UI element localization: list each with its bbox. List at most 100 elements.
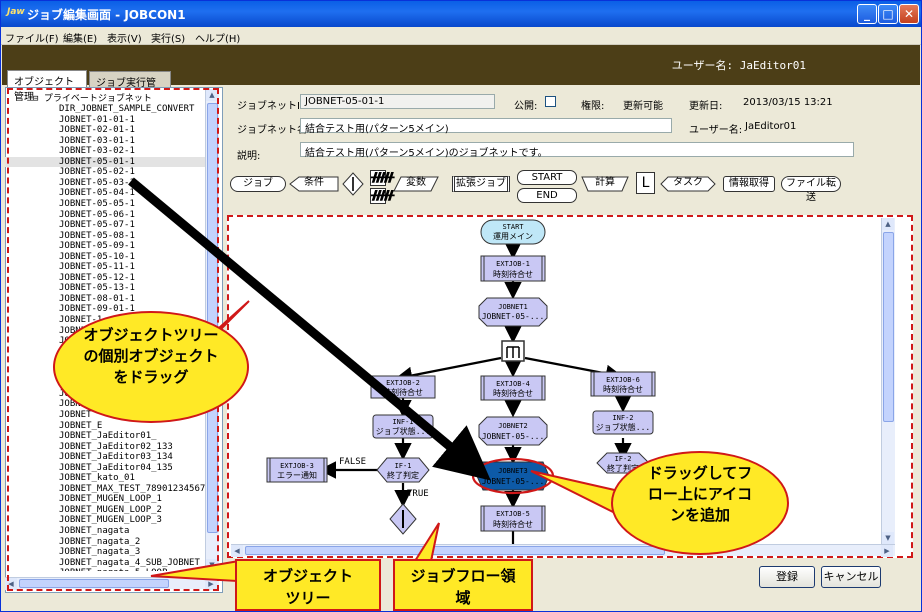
- callout-tree-drag: オブジェクトツリーの個別オブジェクトをドラッグ: [53, 311, 249, 423]
- tree-item[interactable]: JOBNET-05-01-1: [5, 156, 205, 168]
- title-bar[interactable]: Jaw ジョブ編集画面 - JOBCON1 _ □ ✕: [1, 1, 921, 27]
- user-label: ユーザー名:: [689, 125, 743, 136]
- flow-scroll-right-icon[interactable]: ▶: [881, 545, 893, 557]
- palette-job[interactable]: ジョブ: [230, 176, 286, 192]
- flow-connectors: [318, 241, 632, 544]
- node-inf2-line1: INF-2: [612, 414, 633, 422]
- header-user: ユーザー名: JaEditor01: [671, 59, 806, 72]
- jobnet-name-field[interactable]: 結合テスト用(パターン5メイン): [300, 118, 672, 135]
- scroll-up-icon[interactable]: ▲: [206, 89, 218, 101]
- tree-item[interactable]: JOBNET-05-12-1: [59, 272, 135, 283]
- tree-item[interactable]: JOBNET-08-01-1: [59, 293, 135, 304]
- tree-item[interactable]: JOBNET_nagata_2: [59, 536, 141, 547]
- tree-item[interactable]: JOBNET_nagata: [59, 525, 130, 536]
- tree-item[interactable]: JOBNET-05-02-1: [59, 167, 135, 178]
- tree-item[interactable]: JOBNET-09-01-1: [59, 304, 135, 315]
- menu-run[interactable]: 実行(S): [151, 34, 186, 45]
- menu-view[interactable]: 表示(V): [107, 34, 142, 45]
- tree-item[interactable]: JOBNET_JaEditor04_135: [59, 462, 173, 473]
- description-field[interactable]: 結合テスト用(パターン5メイン)のジョブネットです。: [300, 142, 854, 159]
- tab-object-management[interactable]: オブジェクト管理: [7, 70, 87, 103]
- object-tree[interactable]: ⊟ プライベートジョブネット DIR_JOBNET_SAMPLE_CONVERT…: [5, 89, 205, 571]
- menu-help[interactable]: ヘルプ(H): [195, 34, 241, 45]
- tree-item[interactable]: JOBNET_MUGEN_LOOP_3: [59, 515, 162, 526]
- tree-item[interactable]: JOBNET_nagata_5_LOOP: [5, 568, 205, 571]
- palette-condition[interactable]: 条件: [289, 176, 339, 192]
- public-checkbox[interactable]: [545, 96, 556, 107]
- tree-root[interactable]: ⊟ プライベートジョブネット: [33, 93, 152, 104]
- flow-scroll-left-icon[interactable]: ◀: [231, 545, 243, 557]
- tree-item[interactable]: JOBNET_JaEditor03_134: [59, 452, 173, 463]
- tree-item[interactable]: JOBNET-05-10-1: [59, 251, 135, 262]
- palette-parallel-end[interactable]: ᚏ: [370, 188, 395, 204]
- palette-extjob[interactable]: 拡張ジョブ: [452, 176, 510, 192]
- node-start-line2: 運用メイン: [493, 232, 533, 241]
- palette-filetransfer[interactable]: ファイル転送: [781, 176, 841, 203]
- tree-item[interactable]: JOBNET-03-02-1: [59, 146, 135, 157]
- node-inf1-line2: ジョブ状態...: [376, 426, 430, 436]
- tree-item[interactable]: JOBNET-01-01-1: [59, 114, 135, 125]
- tree-item[interactable]: JOBNET_MUGEN_LOOP_1: [59, 494, 162, 505]
- tree-item[interactable]: JOBNET-05-08-1: [59, 230, 135, 241]
- tree-item[interactable]: JOBNET_MUGEN_LOOP_2: [59, 504, 162, 515]
- palette-task[interactable]: タスク: [660, 176, 716, 192]
- flow-vscroll-thumb[interactable]: [883, 232, 894, 422]
- tree-hscroll-thumb[interactable]: [19, 579, 169, 588]
- palette-calc-label: 計算: [595, 177, 615, 188]
- tree-item[interactable]: JOBNET_E: [59, 420, 103, 431]
- palette-end[interactable]: END: [517, 188, 577, 203]
- flow-vertical-scrollbar[interactable]: ▲ ▼: [881, 218, 895, 544]
- tree-item[interactable]: JOBNET-05-11-1: [59, 262, 135, 273]
- menu-edit[interactable]: 編集(E): [63, 34, 98, 45]
- tree-item[interactable]: JOBNET_MAX_TEST_7890123456789EI: [59, 483, 205, 494]
- palette-calc[interactable]: 計算: [581, 176, 629, 192]
- palette-loop[interactable]: L: [636, 172, 655, 194]
- palette-branch[interactable]: [342, 172, 364, 196]
- scroll-right-icon[interactable]: ▶: [205, 578, 217, 590]
- palette-start[interactable]: START: [517, 170, 577, 185]
- tree-item[interactable]: JOBNET_JaEditor01_: [59, 431, 157, 442]
- tree-item[interactable]: JOBNET_nagata_3: [59, 547, 141, 558]
- tree-item[interactable]: JOBNET_JaEditor02_133: [59, 441, 173, 452]
- label-job-flow-area: ジョブフロー領域: [393, 559, 533, 611]
- node-extjob1[interactable]: [480, 255, 546, 282]
- node-extjob6[interactable]: [590, 371, 656, 397]
- tree-item[interactable]: JOBNET-05-05-1: [59, 199, 135, 210]
- node-inf2[interactable]: [592, 410, 654, 435]
- register-button[interactable]: 登録: [759, 566, 815, 588]
- cancel-button[interactable]: キャンセル: [821, 566, 881, 588]
- callout-tail-flow: [530, 470, 623, 518]
- node-extjob5[interactable]: [480, 505, 546, 532]
- tree-item[interactable]: JOBNET-05-09-1: [59, 241, 135, 252]
- tree-item[interactable]: JOBNET-05-06-1: [59, 209, 135, 220]
- jobnet-id-field[interactable]: JOBNET-05-01-1: [300, 94, 495, 109]
- minimize-button[interactable]: _: [857, 4, 877, 24]
- node-if1[interactable]: [376, 457, 430, 483]
- tree-item[interactable]: JOBNET-1: [59, 315, 103, 326]
- node-start[interactable]: [480, 219, 546, 245]
- tree-item[interactable]: JOBNET_kato_01: [59, 473, 135, 484]
- tree-item[interactable]: JOBNET-03-01-1: [59, 135, 135, 146]
- palette-parallel-start[interactable]: ᚏ: [370, 170, 395, 186]
- flow-scroll-up-icon[interactable]: ▲: [882, 218, 894, 230]
- node-extjob1-line2: 時刻待合せ: [493, 269, 533, 279]
- tree-item[interactable]: JOBNET-05-04-1: [59, 188, 135, 199]
- tree-item[interactable]: JOBNET-05-03-1: [59, 177, 135, 188]
- tree-item[interactable]: DIR_JOBNET_SAMPLE_CONVERT: [59, 104, 195, 115]
- menu-file[interactable]: ファイル(F): [5, 34, 59, 45]
- flow-scroll-down-icon[interactable]: ▼: [882, 532, 894, 544]
- tree-item[interactable]: JOBNET_nagata_4_SUB_JOBNET: [59, 557, 200, 568]
- tree-item[interactable]: JOBNET-05-13-1: [59, 283, 135, 294]
- tree-item[interactable]: JOBNET: [59, 409, 92, 420]
- tree-item[interactable]: JOBNET-05-07-1: [59, 220, 135, 231]
- node-jobnet1[interactable]: [478, 297, 548, 327]
- node-extjob4[interactable]: [480, 375, 546, 401]
- tree-item[interactable]: JOBNET-02-01-1: [59, 125, 135, 136]
- tree-item[interactable]: JOBNET: [59, 399, 92, 410]
- maximize-button[interactable]: □: [878, 4, 898, 24]
- close-button[interactable]: ✕: [899, 4, 919, 24]
- palette-info[interactable]: 情報取得: [723, 176, 775, 192]
- palette-variable[interactable]: 変数: [393, 176, 439, 192]
- node-extjob3[interactable]: [266, 457, 328, 483]
- condition-shape-icon: [289, 176, 339, 192]
